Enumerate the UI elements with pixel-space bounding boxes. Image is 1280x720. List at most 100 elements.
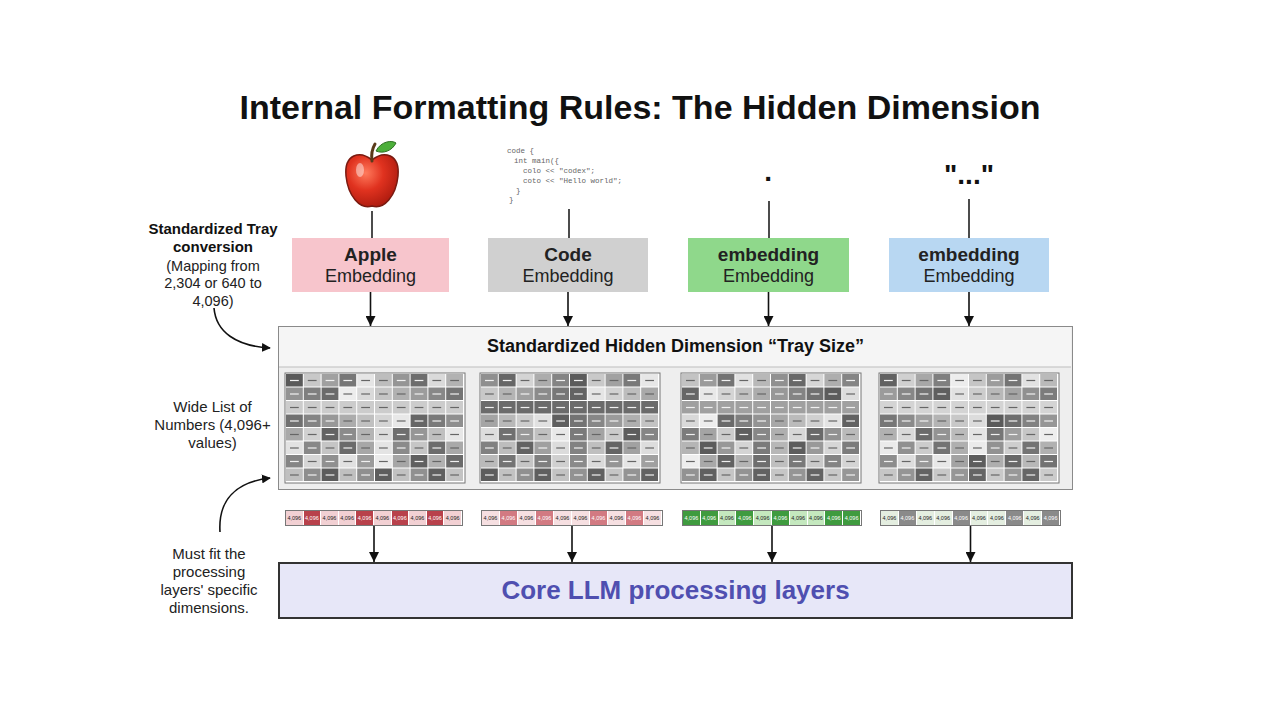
vector-cell: 4,096: [843, 511, 861, 525]
icon-stem: [768, 201, 770, 238]
vector-strip: 4,0964,0964,0964,0964,0964,0964,0964,096…: [285, 510, 463, 526]
connector-arrow: [370, 292, 372, 326]
vector-cell: 4,096: [590, 511, 608, 525]
vector-cell: 4,096: [899, 511, 917, 525]
icon-stems: [372, 199, 969, 238]
vector-cell: 4,096: [536, 511, 554, 525]
vector-cell: 4,096: [626, 511, 644, 525]
vector-cell: 4,096: [321, 511, 339, 525]
vector-cell: 4,096: [772, 511, 790, 525]
leader-arrow: [220, 478, 270, 532]
connector-arrow: [768, 292, 770, 326]
core-layers-box: Core LLM processing layers: [278, 562, 1073, 619]
tray-heading: Standardized Hidden Dimension “Tray Size…: [279, 336, 1072, 358]
dot-symbol: ·: [755, 162, 783, 196]
vector-cell: 4,096: [572, 511, 590, 525]
connector-arrow: [970, 526, 972, 562]
embedding-box: embeddingEmbedding: [889, 238, 1049, 292]
vector-cell: 4,096: [482, 511, 500, 525]
connector-arrow: [571, 526, 573, 562]
vector-cell: 4,096: [881, 511, 899, 525]
vector-cell: 4,096: [1024, 511, 1042, 525]
icon-stem: [968, 199, 970, 238]
tray-divider: [279, 367, 1071, 368]
vector-cell: 4,096: [683, 511, 701, 525]
number-grid: [480, 373, 660, 483]
vector-cell: 4,096: [374, 511, 392, 525]
number-grid: [681, 373, 861, 483]
vector-cell: 4,096: [500, 511, 518, 525]
vector-cell: 4,096: [339, 511, 357, 525]
embedding-label: Embedding: [325, 266, 416, 287]
embedding-label: Embedding: [522, 266, 613, 287]
code-line: coto << "Hello world";: [523, 177, 622, 186]
vector-strip: 4,0964,0964,0964,0964,0964,0964,0964,096…: [880, 510, 1061, 526]
vector-cell: 4,096: [1042, 511, 1060, 525]
side-note: Must fit the processing layers' specific…: [150, 545, 268, 617]
embedding-label: Embedding: [723, 266, 814, 287]
vector-cell: 4,096: [808, 511, 826, 525]
embedding-box: CodeEmbedding: [488, 238, 648, 292]
embedding-label: Embedding: [923, 266, 1014, 287]
apple-stem: [372, 144, 375, 161]
title: Internal Formatting Rules: The Hidden Di…: [0, 88, 1280, 127]
icon-stem: [371, 211, 373, 238]
leader-arrow: [214, 308, 270, 348]
vector-cell: 4,096: [953, 511, 971, 525]
vector-cell: 4,096: [304, 511, 322, 525]
code-line: code {: [507, 147, 534, 156]
apple-leaf: [376, 142, 396, 153]
vector-cell: 4,096: [444, 511, 462, 525]
ellipsis-symbol: "...": [934, 158, 1004, 192]
embedding-name: Apple: [344, 244, 397, 266]
vector-strip: 4,0964,0964,0964,0964,0964,0964,0964,096…: [682, 510, 862, 526]
vector-cell: 4,096: [644, 511, 662, 525]
number-grid: [285, 373, 465, 483]
number-grid: [879, 373, 1059, 483]
vector-cell: 4,096: [409, 511, 427, 525]
vector-cell: 4,096: [935, 511, 953, 525]
icon-stem: [568, 209, 570, 238]
code-line: int main({: [514, 157, 559, 166]
connector-arrow: [567, 292, 569, 326]
code-line: colo << "codex";: [523, 167, 595, 176]
vector-cell: 4,096: [554, 511, 572, 525]
vector-cell: 4,096: [790, 511, 808, 525]
code-line: }: [509, 196, 514, 205]
hidden-dimension-tray: Standardized Hidden Dimension “Tray Size…: [278, 326, 1073, 490]
vector-cell: 4,096: [754, 511, 772, 525]
side-note: (Mapping from 2,304 or 640 to 4,096): [148, 258, 278, 310]
vector-cell: 4,096: [917, 511, 935, 525]
apple-icon: [346, 142, 398, 207]
vector-cell: 4,096: [825, 511, 843, 525]
vector-cell: 4,096: [719, 511, 737, 525]
vector-strip: 4,0964,0964,0964,0964,0964,0964,0964,096…: [481, 510, 663, 526]
vector-cell: 4,096: [971, 511, 989, 525]
code-line: }: [516, 187, 521, 196]
embedding-name: Code: [544, 244, 592, 266]
connector-arrow: [968, 292, 970, 326]
vector-cell: 4,096: [286, 511, 304, 525]
tray-header-band: [279, 327, 1071, 367]
vector-cell: 4,096: [736, 511, 754, 525]
embedding-box: AppleEmbedding: [292, 238, 449, 292]
side-note: Wide List of Numbers (4,096+ values): [145, 398, 280, 452]
vector-cell: 4,096: [608, 511, 626, 525]
vector-cell: 4,096: [427, 511, 445, 525]
connector-arrow: [771, 526, 773, 562]
vector-cell: 4,096: [701, 511, 719, 525]
vector-cell: 4,096: [1006, 511, 1024, 525]
apple-shine: [356, 163, 364, 177]
apple-body: [346, 155, 398, 207]
embedding-box: embeddingEmbedding: [688, 238, 849, 292]
embedding-name: embedding: [918, 244, 1019, 266]
vector-cell: 4,096: [356, 511, 374, 525]
vector-cell: 4,096: [392, 511, 410, 525]
connector-arrow: [373, 526, 375, 562]
core-label: Core LLM processing layers: [501, 575, 849, 606]
embedding-name: embedding: [718, 244, 819, 266]
vector-cell: 4,096: [988, 511, 1006, 525]
vector-cell: 4,096: [518, 511, 536, 525]
side-note-heading: Standardized Tray conversion: [146, 220, 280, 256]
